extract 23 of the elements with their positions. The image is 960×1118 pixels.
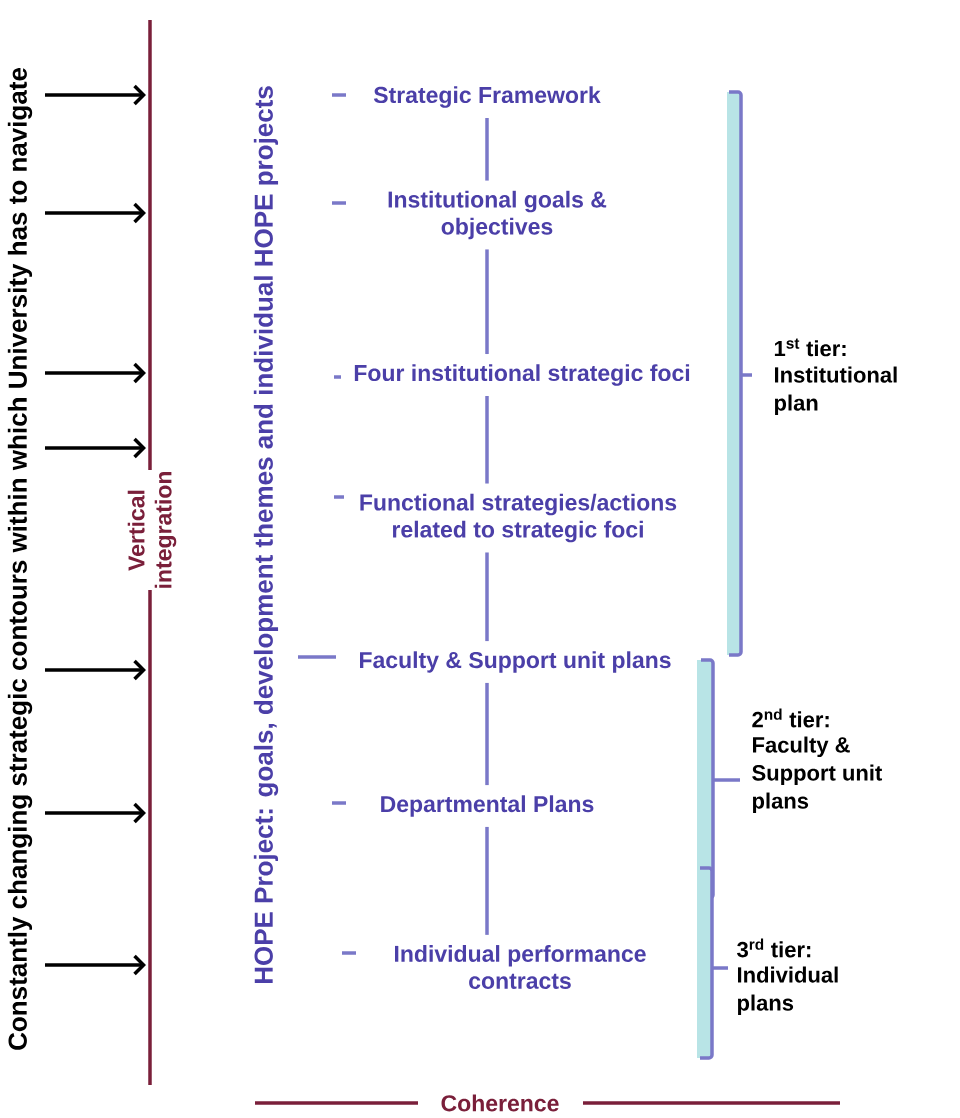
tier-heading: 3$^{rd}$ tier: <box>737 938 811 958</box>
connector-line <box>485 249 489 355</box>
tier-label: Faculty & Support unit plans <box>752 736 882 814</box>
axis-label: Vertical integration <box>127 472 177 588</box>
connector-line <box>485 826 489 935</box>
step-text: Functional strategies/actions related to strategic foci <box>360 493 677 543</box>
tier-heading: 2$^{nd}$ tier: <box>752 708 829 728</box>
side-title: Constantly changing strategic contours within which University has to navigate <box>7 68 33 1050</box>
side-title: HOPE Project: goals, development themes and individual HOPE projects <box>253 86 279 984</box>
step-text: Institutional goals & objectives <box>388 190 607 240</box>
step-text: Departmental Plans <box>381 795 594 817</box>
axis-label: Coherence <box>436 1091 564 1115</box>
connector-line <box>485 682 489 786</box>
connector-line <box>485 552 489 642</box>
tier-label: Individual plans <box>738 966 838 1016</box>
step-text: Individual performance contracts <box>395 945 646 989</box>
step-text: Faculty & Support unit plans <box>360 651 671 673</box>
tier-heading: 1$^{st}$ tier: <box>774 338 846 357</box>
connector-line <box>485 118 489 181</box>
step-text: Four institutional strategic foci <box>354 364 690 386</box>
step-text: Strategic Framework <box>373 86 601 108</box>
tier-label: Institutional plan <box>775 366 897 416</box>
connector-line <box>485 396 489 484</box>
